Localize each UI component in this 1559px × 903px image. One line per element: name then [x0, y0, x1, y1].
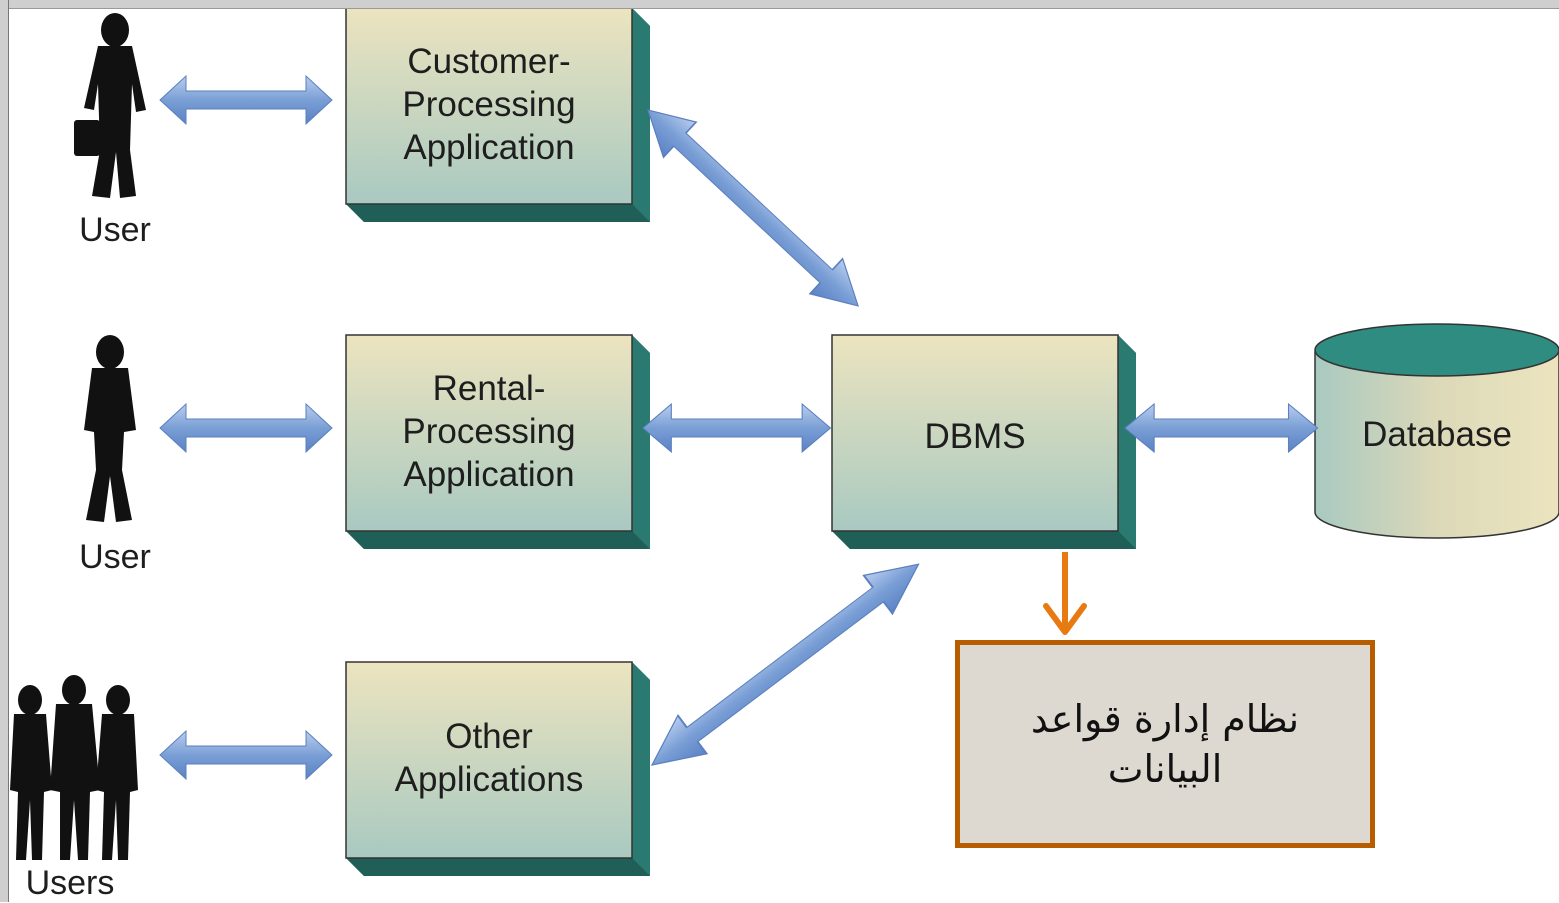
dbms-note-box: نظام إدارة قواعد البيانات — [955, 640, 1375, 848]
user2-app-arrow — [159, 403, 333, 453]
note-arrow — [1043, 552, 1087, 635]
users-label: Users — [25, 864, 115, 902]
other-applications-label: Other Applications — [394, 717, 584, 799]
user-figure-1 — [74, 13, 146, 198]
rental-processing-box — [345, 334, 650, 549]
window-top-edge — [0, 0, 1559, 9]
users-app-arrow — [159, 730, 333, 780]
users-group-figure — [10, 675, 138, 860]
dbms-box — [831, 334, 1136, 549]
customer-dbms-arrow — [630, 91, 876, 325]
user1-app-arrow — [159, 75, 333, 125]
other-applications-box — [345, 661, 650, 876]
user-label-2: User — [79, 538, 151, 576]
rental-processing-label: Rental- Processing Application — [402, 369, 576, 494]
dbms-label: DBMS — [924, 417, 1026, 456]
dbms-database-arrow — [1124, 403, 1319, 453]
window-left-edge — [0, 0, 9, 902]
customer-processing-label: Customer- Processing Application — [402, 42, 576, 167]
database-label: Database — [1362, 415, 1512, 454]
other-dbms-arrow — [636, 544, 934, 785]
database-cylinder — [1314, 323, 1559, 539]
user-label-1: User — [79, 211, 151, 249]
user-figure-2 — [84, 335, 136, 522]
rental-dbms-arrow — [642, 403, 832, 453]
customer-processing-box — [345, 7, 650, 222]
dbms-note-text: نظام إدارة قواعد البيانات — [1030, 697, 1300, 791]
